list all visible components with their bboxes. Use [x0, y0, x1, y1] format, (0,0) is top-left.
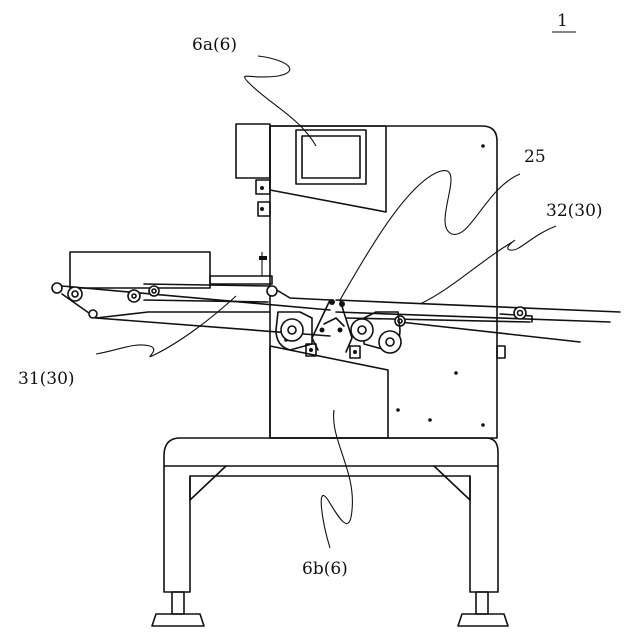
figure-number-text: 1 [557, 11, 568, 31]
label-25: 25 [524, 147, 546, 167]
leader-32 [420, 226, 556, 304]
label-6a: 6a(6) [192, 35, 237, 55]
leader-6b [321, 410, 352, 548]
support-stand [152, 438, 508, 626]
leader-25 [340, 171, 520, 300]
main-housing [236, 124, 505, 438]
leader-31 [96, 296, 236, 357]
label-31: 31(30) [18, 369, 75, 389]
infeed-cover-box [70, 252, 272, 288]
leader-6a [245, 56, 316, 146]
lower-guard-6b [270, 346, 388, 438]
center-pivot-25 [276, 299, 401, 358]
label-32: 32(30) [546, 201, 603, 221]
figure-number: 1 [552, 11, 576, 32]
upper-guard-6a [270, 126, 386, 212]
label-6b: 6b(6) [302, 559, 348, 579]
right-conveyor-32 [336, 300, 620, 342]
